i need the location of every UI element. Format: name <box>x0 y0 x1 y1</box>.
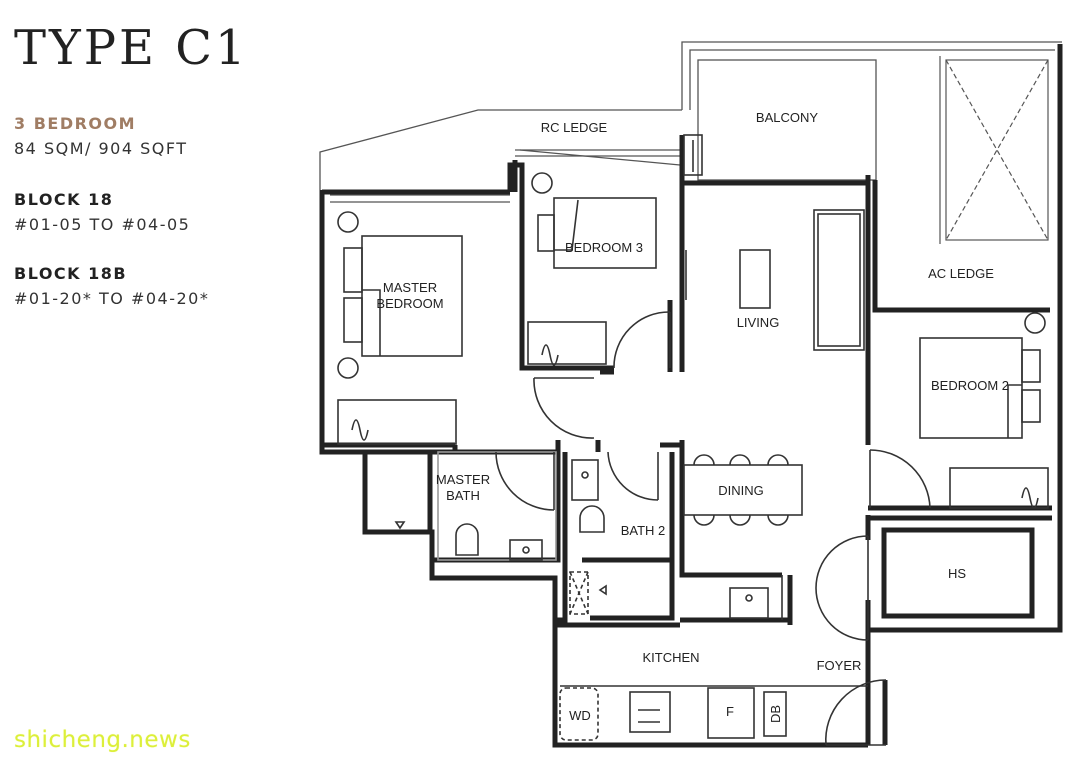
db-label: DB <box>768 705 783 723</box>
master-bath-label-2: BATH <box>446 488 480 503</box>
unit-area: 84 SQM/ 904 SQFT <box>14 139 188 158</box>
block-18b-units: #01-20* TO #04-20* <box>14 289 210 308</box>
dining-label: DINING <box>718 483 764 498</box>
washer-dryer-label: WD <box>569 708 591 723</box>
master-bedroom-label-2: BEDROOM <box>376 296 443 311</box>
room-labels: RC LEDGE BALCONY AC LEDGE BEDROOM 3 MAST… <box>376 110 1009 723</box>
bedroom3-label: BEDROOM 3 <box>565 240 643 255</box>
interior-details <box>337 134 1049 741</box>
living-label: LIVING <box>737 315 780 330</box>
ledge-outlines <box>319 41 1062 203</box>
rc-ledge-label: RC LEDGE <box>541 120 608 135</box>
block-18-label: BLOCK 18 <box>14 190 114 209</box>
ac-ledge-label: AC LEDGE <box>928 266 994 281</box>
ac-ledge-void <box>939 56 1049 244</box>
foyer-label: FOYER <box>817 658 862 673</box>
master-bedroom-label: MASTER <box>383 280 437 295</box>
block-18b-label: BLOCK 18B <box>14 264 128 283</box>
hs-label: HS <box>948 566 966 581</box>
watermark-text: shicheng.news <box>14 727 191 753</box>
block-18-units: #01-05 TO #04-05 <box>14 215 191 234</box>
kitchen-label: KITCHEN <box>642 650 699 665</box>
walls <box>319 44 1063 748</box>
door-swings <box>495 311 931 746</box>
bath2-label: BATH 2 <box>621 523 666 538</box>
master-bath-label: MASTER <box>436 472 490 487</box>
fridge-label: F <box>726 704 734 719</box>
bedroom2-label: BEDROOM 2 <box>931 378 1009 393</box>
bedroom-count: 3 BEDROOM <box>14 114 137 133</box>
balcony-label: BALCONY <box>756 110 818 125</box>
unit-type-title: TYPE C1 <box>14 20 249 76</box>
